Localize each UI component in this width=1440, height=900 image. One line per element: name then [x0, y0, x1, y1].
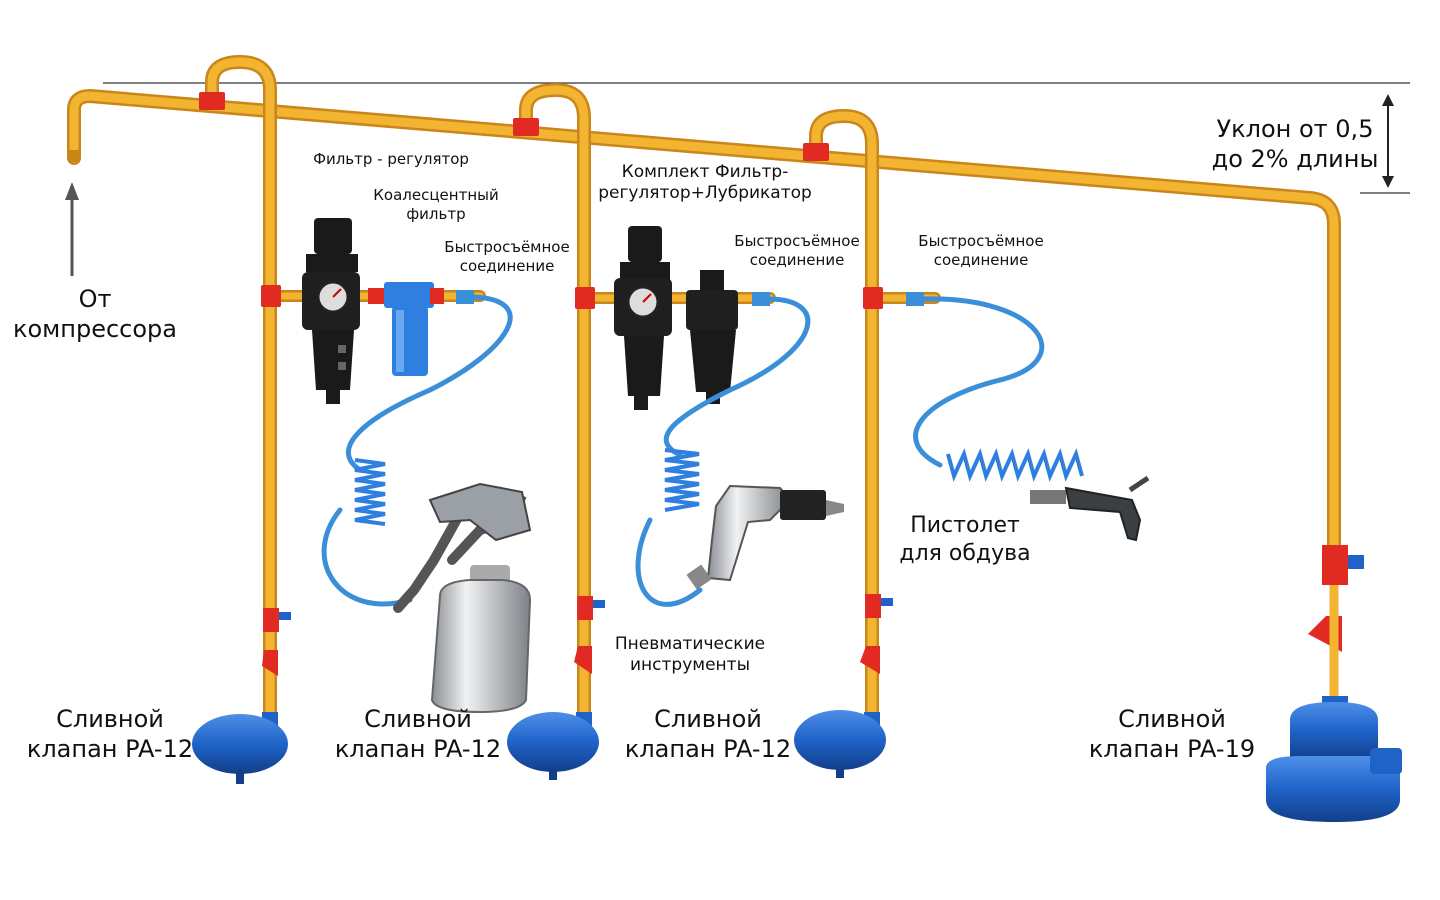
- filter-regulator-icon: [302, 218, 360, 404]
- coiled-hose: [354, 448, 1084, 526]
- air-hose: [321, 294, 1045, 607]
- drain-valve-pa12-icon: [794, 710, 886, 778]
- drain-valve-pa12-icon: [507, 712, 599, 780]
- source-label: От компрессора: [13, 285, 177, 343]
- quick-coupling-label-2: Быстросъёмное соединение: [734, 232, 860, 269]
- main-pipeline: [67, 89, 1341, 552]
- drain-valve-label-3: Сливной клапан PA-12: [624, 705, 792, 763]
- quick-coupling-icon: [456, 290, 924, 306]
- coalescent-filter-label: Коалесцентный фильтр: [373, 186, 499, 223]
- blow-gun-icon: [1030, 475, 1150, 542]
- ball-valve-icon: [263, 545, 1364, 632]
- drain-valve-pa12-icon: [192, 712, 288, 784]
- drain-valve-label-1: Сливной клапан PA-12: [26, 705, 194, 763]
- strainer-icon: [262, 616, 1342, 676]
- branch-tee-fitting: [261, 285, 883, 309]
- quick-coupling-label-1: Быстросъёмное соединение: [444, 238, 570, 275]
- frl-kit-label: Комплект Фильтр- регулятор+Лубрикатор: [598, 162, 812, 204]
- spray-gun-icon: [393, 482, 532, 714]
- filter-regulator-label: Фильтр - регулятор: [313, 150, 469, 168]
- drain-valve-label-2: Сливной клапан PA-12: [334, 705, 502, 763]
- slope-label: Уклон от 0,5 до 2% длины: [1211, 115, 1379, 173]
- arrow-up-icon: [65, 182, 79, 276]
- double-arrow-vertical-icon: [1382, 94, 1394, 188]
- pneumatic-drill-icon: [686, 484, 844, 590]
- filter-regulator-lubricator-icon: [614, 226, 738, 410]
- quick-coupling-label-3: Быстросъёмное соединение: [918, 232, 1044, 269]
- tee-fitting: [199, 92, 829, 161]
- coalescent-filter-icon: [368, 282, 444, 376]
- drop-line-3: [809, 108, 941, 719]
- drain-valve-pa19-icon: [1266, 696, 1402, 822]
- blow-gun-label: Пистолет для обдува: [899, 513, 1031, 566]
- pneumatic-tools-label: Пневматические инструменты: [614, 634, 766, 676]
- drain-valve-label-4: Сливной клапан PA-19: [1088, 705, 1256, 763]
